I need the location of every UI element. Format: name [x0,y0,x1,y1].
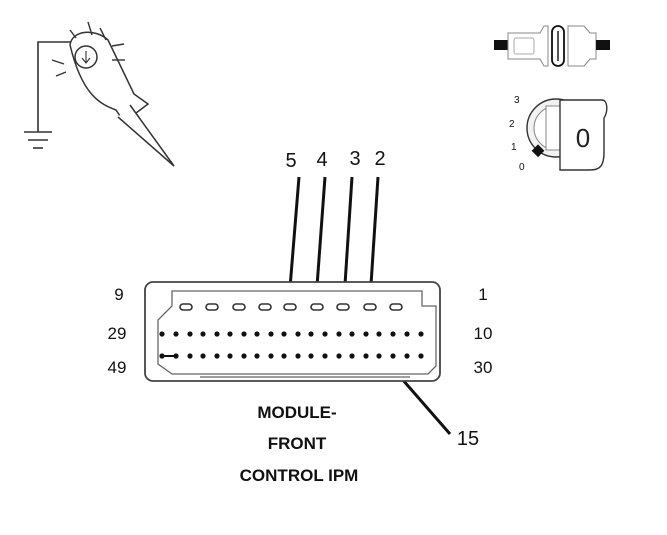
ignition-position-3: 3 [514,95,520,106]
caption-line-3: CONTROL IPM [240,466,359,485]
ignition-position-2: 2 [509,119,515,130]
callout-arrows [282,176,452,435]
ignition-position-1: 1 [511,142,517,153]
ignition-selected-label: 0 [576,123,590,153]
row-label-bottom-right: 30 [474,358,493,377]
connector-bottom-row-pins [159,353,424,359]
disconnected-connector-icon [494,25,610,67]
callout-pin-2: 2 [374,148,385,170]
ground-symbol-icon [24,41,72,149]
arrow-pin-2 [363,176,380,302]
callout-pin-4: 4 [316,149,327,171]
row-label-middle-right: 10 [474,324,493,343]
arrow-pin-3 [337,176,354,302]
row-label-bottom-left: 49 [108,358,127,377]
row-label-top-right: 1 [478,285,487,304]
connector-middle-row-pins [159,331,424,337]
row-label-top-left: 9 [114,285,123,304]
caption-line-1: MODULE- [257,403,336,422]
module-connector [144,281,441,382]
test-light-probe-icon [51,21,175,167]
connector-top-row-pins [179,303,403,311]
ignition-position-0: 0 [519,162,525,173]
arrow-pin-4 [309,176,327,302]
callout-pin-15: 15 [457,428,479,450]
row-label-middle-left: 29 [108,324,127,343]
callout-pin-5: 5 [285,150,296,172]
callout-pin-3: 3 [349,148,360,170]
arrow-pin-5 [282,176,301,302]
caption-line-2: FRONT [268,434,327,453]
ignition-switch-icon: 0 3 2 1 0 [509,95,608,173]
